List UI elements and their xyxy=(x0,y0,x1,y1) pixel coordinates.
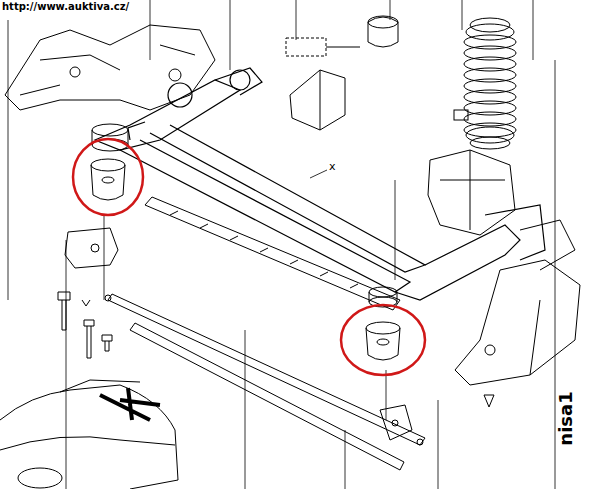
right-shields xyxy=(428,150,580,385)
spring-coil xyxy=(464,79,516,93)
bolts xyxy=(58,292,112,358)
rail-strip xyxy=(145,197,400,310)
bushings xyxy=(91,124,400,360)
spring-coil xyxy=(464,101,516,115)
spring-coil xyxy=(464,112,516,126)
callout-letter: x xyxy=(329,160,336,173)
tie-bars xyxy=(105,294,425,470)
spring-coil xyxy=(464,90,516,104)
leader-lines xyxy=(8,0,555,489)
lower-right-bracket xyxy=(380,395,494,440)
center-shield xyxy=(286,16,398,130)
coil-spring xyxy=(454,18,516,149)
left-bracket xyxy=(65,228,118,268)
spring-coil xyxy=(464,35,516,49)
watermark: nisa1 xyxy=(555,391,576,445)
spring-coil xyxy=(464,46,516,60)
spring-coil xyxy=(464,123,516,137)
url-watermark: http://www.auktiva.cz/ xyxy=(2,1,129,12)
spring-coil xyxy=(464,57,516,71)
spring-coil xyxy=(464,68,516,82)
axle-beam xyxy=(95,68,545,300)
red-circles xyxy=(73,139,425,375)
car-outline xyxy=(0,380,178,489)
